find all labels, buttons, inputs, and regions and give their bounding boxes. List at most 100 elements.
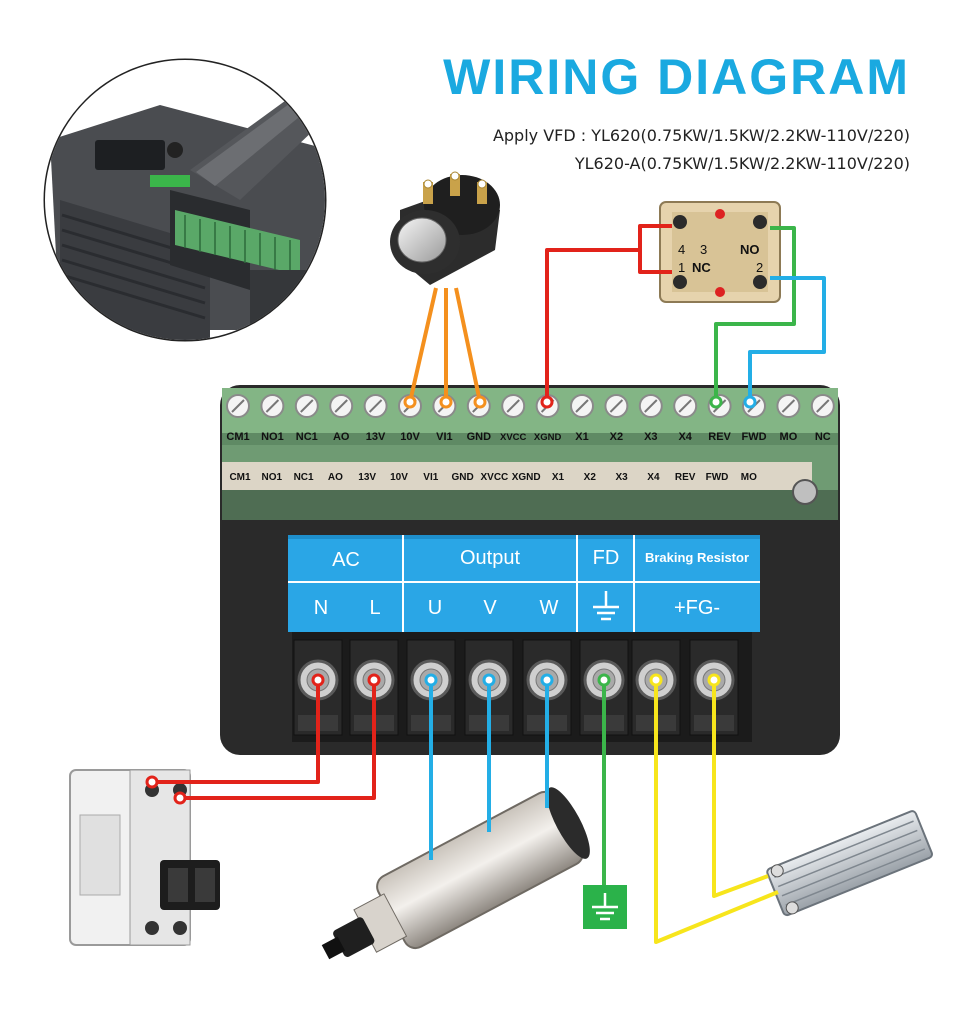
screw-slot [334,399,348,413]
control-terminal-label-lower: AO [328,472,343,483]
wire-blue-switch [748,276,826,402]
wire-connection-dot [540,395,554,409]
braking-resistor [766,810,933,917]
control-terminal-label-lower: VI1 [423,472,438,483]
wire-connection-dot [743,395,757,409]
wire-red-switch [545,224,672,402]
control-terminal-label: NO1 [261,431,284,443]
control-terminal-label: X1 [575,431,588,443]
wires [152,224,826,944]
control-terminal-label: VI1 [436,431,453,443]
control-terminal-label-lower: XVCC [481,472,509,483]
wire-green-switch [714,226,796,402]
control-terminal-label-lower: MO [741,472,757,483]
screw-slot [644,399,658,413]
wire-connection-dot [367,673,381,687]
spindle-motor [321,787,590,960]
panel-header-ac: AC [332,549,360,571]
board-mount-screw [792,479,818,505]
control-terminal-label: MO [780,431,798,443]
screw-slot [575,399,589,413]
control-terminal-label-lower: X1 [552,472,565,483]
potentiometer [390,171,500,285]
control-terminal-label: NC1 [296,431,318,443]
vfd-photo-inset [43,58,327,342]
wire-connection-dot [709,395,723,409]
wire-connection-dot [439,395,453,409]
control-terminal-label-lower: CM1 [229,472,251,483]
screw-slot [231,399,245,413]
panel-label-v: V [483,597,497,619]
wire-connection-dot [311,673,325,687]
control-terminal-label-lower: 10V [390,472,408,483]
switch-contact-1: 1 [678,260,685,275]
wire-connection-dot [473,395,487,409]
control-terminal-label: X3 [644,431,657,443]
panel-label-l: L [369,597,380,619]
control-terminal-label-lower: GND [451,472,473,483]
screw-slot [506,399,520,413]
wire-connection-dot [482,673,496,687]
control-terminal-label: X4 [678,431,692,443]
knob-icon [397,217,447,263]
wire-connection-dot [707,673,721,687]
screw-slot [781,399,796,413]
wire-connection-dot [424,673,438,687]
control-terminal-label: NC [815,431,831,443]
switch-no-label: NO [740,242,760,257]
wire-connection-dot [145,775,159,789]
control-terminal-label-lower: REV [675,472,696,483]
control-terminal-label: XGND [534,432,562,443]
screw-slot [816,399,830,413]
control-terminal-label: 10V [400,431,420,443]
switch-block: 4 NO 3 1 NC 2 [659,201,781,303]
control-terminal-label-lower: XGND [512,472,541,483]
control-terminal-label-lower: X2 [584,472,597,483]
control-terminal-label: 13V [366,431,386,443]
control-terminal-label: XVCC [500,432,527,443]
wire-blue-output [429,680,549,860]
control-terminal-label-lower: X4 [647,472,660,483]
screw-slot [678,399,692,413]
circuit-breaker [69,769,220,946]
subtitle-model-1: Apply VFD : YL620(0.75KW/1.5KW/2.2KW-110… [492,126,910,145]
control-terminal-label-lower: X3 [615,472,628,483]
screw-slot [265,399,280,413]
switch-contact-4: 4 [678,242,685,257]
power-panel: AC Output FD Braking Resistor N L U V W … [288,535,760,632]
panel-label-w: W [540,597,559,619]
control-terminal-label-lower: FWD [706,472,729,483]
page-title: WIRING DIAGRAM [443,49,910,105]
wire-orange-potentiometer [408,287,482,403]
wire-connection-dot [403,395,417,409]
control-terminal-label: GND [467,431,492,443]
earth-ground-icon [583,885,627,929]
wire-connection-dot [649,673,663,687]
switch-contact-2: 2 [756,260,763,275]
wire-connection-dot [597,673,611,687]
screw-slot [368,399,383,413]
wire-connection-dot [540,673,554,687]
switch-contact-3: 3 [700,242,707,257]
wire-connection-dot [173,791,187,805]
power-terminal-block [292,632,752,742]
control-terminal-label-lower: NC1 [294,472,314,483]
panel-label-fg: +FG- [674,597,720,619]
switch-nc-label: NC [692,260,711,275]
control-terminal-label: X2 [610,431,623,443]
wire-yellow-brake [654,680,779,944]
control-terminal-label: AO [333,431,350,443]
subtitle-model-2: YL620-A(0.75KW/1.5KW/2.2KW-110V/220) [574,154,910,173]
panel-header-output: Output [460,547,520,569]
control-terminal-label-lower: 13V [358,472,376,483]
screw-slot [609,399,624,413]
panel-header-braking-resistor: Braking Resistor [645,550,749,565]
panel-label-n: N [314,597,328,619]
control-terminal-label: FWD [741,431,766,443]
panel-ground-icon [593,591,619,621]
wire-red-ac [152,680,376,800]
